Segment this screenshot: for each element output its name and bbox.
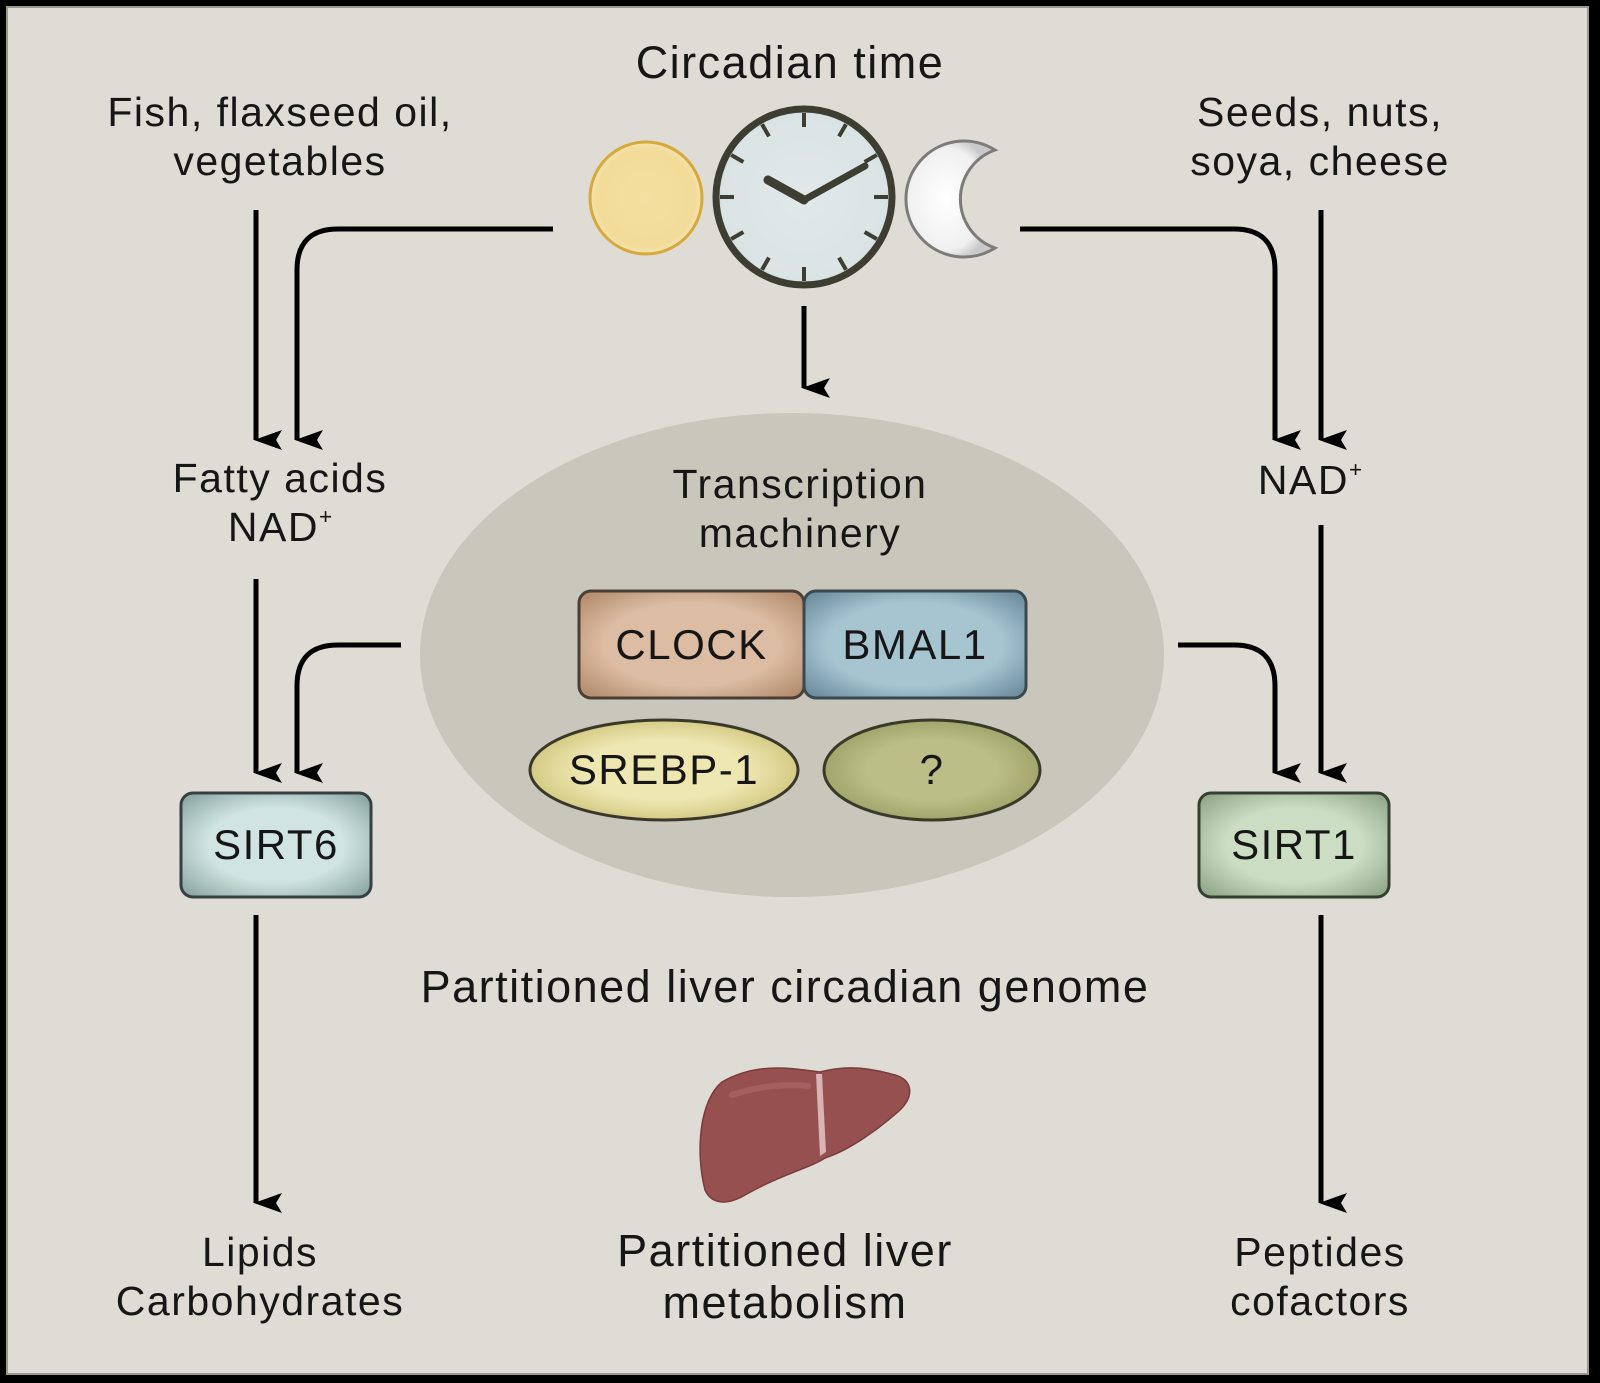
nad-right-base: NAD xyxy=(1257,457,1349,503)
left-food-line2: vegetables xyxy=(173,138,387,185)
crescent-moon-icon xyxy=(904,139,999,259)
clock-icon xyxy=(712,105,896,289)
transcription-line1: Transcription xyxy=(672,461,928,507)
arrow-transcription-to-sirt1 xyxy=(1178,642,1301,783)
nad-left-label: NAD+ xyxy=(130,503,430,552)
clock-tick xyxy=(837,123,848,138)
clock-tick xyxy=(863,230,878,241)
arrow-circadian-to-fatty-acids xyxy=(294,226,553,450)
left-food-line1: Fish, flaxseed oil, xyxy=(107,89,453,135)
left-food-sources: Fish, flaxseed oil, vegetables xyxy=(70,88,490,186)
nad-left-base: NAD xyxy=(227,504,319,551)
center-output: Partitioned liver metabolism xyxy=(560,1225,1010,1329)
sirt6-label: SIRT6 xyxy=(213,821,339,868)
right-food-sources: Seeds, nuts, soya, cheese xyxy=(1150,88,1490,186)
carbohydrates-label: Carbohydrates xyxy=(115,1278,405,1325)
circadian-time-title: Circadian time xyxy=(635,37,945,88)
cofactors-label: cofactors xyxy=(1230,1278,1410,1325)
transcription-machinery-heading: Transcription machinery xyxy=(600,460,1000,558)
clock-tick xyxy=(837,256,848,271)
sun-icon xyxy=(588,140,704,256)
unknown-factor-ellipse xyxy=(822,718,1042,822)
clock-tick xyxy=(760,256,771,271)
clock-tick xyxy=(760,123,771,138)
bmal1-factor-box xyxy=(802,589,1028,700)
bmal1-factor-label: BMAL1 xyxy=(842,620,988,668)
peptides-label: Peptides xyxy=(1234,1229,1406,1275)
clock-hour-hand xyxy=(763,175,809,205)
left-output: Lipids Carbohydrates xyxy=(60,1228,460,1326)
partitioned-liver-label: Partitioned liver xyxy=(617,1225,953,1276)
srebp1-factor-ellipse xyxy=(528,718,800,822)
right-food-line1: Seeds, nuts, xyxy=(1197,89,1443,135)
right-food-line2: soya, cheese xyxy=(1190,138,1450,185)
unknown-factor-label: ? xyxy=(919,746,945,793)
arrow-circadian-to-nad-right xyxy=(1020,226,1301,450)
sirt1-label: SIRT1 xyxy=(1231,821,1357,868)
fatty-acids-label: Fatty acids xyxy=(172,455,388,501)
nad-right-label: NAD+ xyxy=(1200,456,1420,505)
srebp1-factor-label: SREBP-1 xyxy=(568,746,760,793)
liver-icon xyxy=(699,1067,911,1203)
lipids-label: Lipids xyxy=(201,1229,319,1275)
clock-minute-hand xyxy=(800,162,869,204)
sirt1-box xyxy=(1197,791,1391,899)
transcription-line2: machinery xyxy=(698,510,902,557)
clock-factor-label: CLOCK xyxy=(615,620,768,668)
left-intermediates: Fatty acids NAD+ xyxy=(130,454,430,552)
nad-right-sup: + xyxy=(1348,457,1363,483)
nad-left-sup: + xyxy=(318,504,333,530)
partitioned-genome-label: Partitioned liver circadian genome xyxy=(420,961,1150,1012)
clock-tick xyxy=(730,230,745,241)
metabolism-label: metabolism xyxy=(662,1276,908,1328)
right-output: Peptides cofactors xyxy=(1170,1228,1470,1326)
arrow-transcription-to-sirt6 xyxy=(294,642,401,783)
sirt6-box xyxy=(179,791,373,899)
clock-tick xyxy=(730,153,745,164)
clock-tick xyxy=(863,153,878,164)
